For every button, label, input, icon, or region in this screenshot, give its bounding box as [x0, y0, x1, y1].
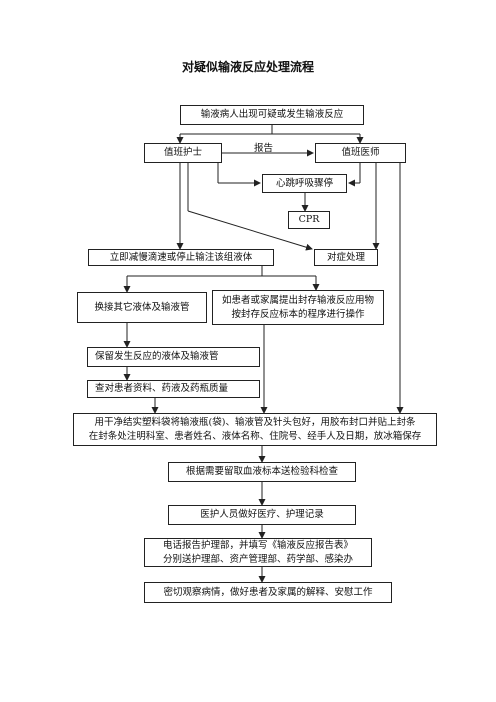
cpr-box: CPR: [288, 211, 330, 229]
nurse-box: 值班护士: [144, 143, 222, 163]
seal-line2: 按封存反应标本的程序进行操作: [231, 308, 365, 320]
slow-stop-box: 立即减慢滴速或停止输注该组液体: [88, 249, 274, 266]
pack-line1: 用干净结实塑料袋将输液瓶(袋)、输液管及针头包好，用胶布封口并贴上封条: [94, 416, 416, 428]
keep-label: 保留发生反应的液体及输液管: [95, 351, 219, 363]
report-box: 电话报告护理部，并填写《输液反应报告表》 分别送护理部、资产管理部、药学部、感染…: [144, 538, 372, 567]
records-box: 医护人员做好医疗、护理记录: [168, 505, 356, 525]
seal-line1: 如患者或家属提出封存输液反应用物: [221, 294, 374, 306]
report-line2: 分别送护理部、资产管理部、药学部、感染办: [162, 553, 353, 565]
start-box: 输液病人出现可疑或发生输液反应: [180, 105, 364, 125]
seal-box: 如患者或家属提出封存输液反应用物 按封存反应标本的程序进行操作: [212, 290, 384, 325]
doctor-label: 值班医师: [341, 147, 380, 159]
check-box: 查对患者资料、药液及药瓶质量: [87, 380, 260, 398]
keep-box: 保留发生反应的液体及输液管: [87, 347, 260, 367]
check-label: 查对患者资料、药液及药瓶质量: [95, 383, 229, 395]
pack-line2: 在封条处注明科室、患者姓名、液体名称、住院号、经手人及日期，放冰箱保存: [88, 430, 422, 442]
observe-label: 密切观察病情，做好患者及家属的解释、安慰工作: [163, 586, 373, 598]
report-line1: 电话报告护理部，并填写《输液反应报告表》: [162, 539, 353, 551]
start-label: 输液病人出现可疑或发生输液反应: [200, 109, 344, 121]
blood-test-label: 根据需要留取血液标本送检验科检查: [185, 466, 338, 478]
symptomatic-box: 对症处理: [314, 249, 378, 266]
nurse-label: 值班护士: [163, 147, 202, 159]
symptomatic-label: 对症处理: [326, 251, 365, 263]
replace-label: 换接其它液体及输液管: [94, 301, 190, 313]
slow-stop-label: 立即减慢滴速或停止输注该组液体: [109, 251, 253, 263]
pack-box: 用干净结实塑料袋将输液瓶(袋)、输液管及针头包好，用胶布封口并贴上封条 在封条处…: [73, 413, 437, 446]
observe-box: 密切观察病情，做好患者及家属的解释、安慰工作: [144, 582, 392, 603]
report-arrow-label: 报告: [254, 143, 274, 154]
records-label: 医护人员做好医疗、护理记录: [200, 509, 324, 521]
blood-test-box: 根据需要留取血液标本送检验科检查: [168, 462, 356, 482]
page-title: 对疑似输液反应处理流程: [181, 60, 314, 74]
doctor-box: 值班医师: [315, 143, 406, 163]
cpr-label: CPR: [298, 214, 320, 226]
arrest-label: 心跳呼吸骤停: [275, 177, 333, 189]
arrest-box: 心跳呼吸骤停: [262, 174, 347, 193]
replace-box: 换接其它液体及输液管: [77, 292, 207, 323]
